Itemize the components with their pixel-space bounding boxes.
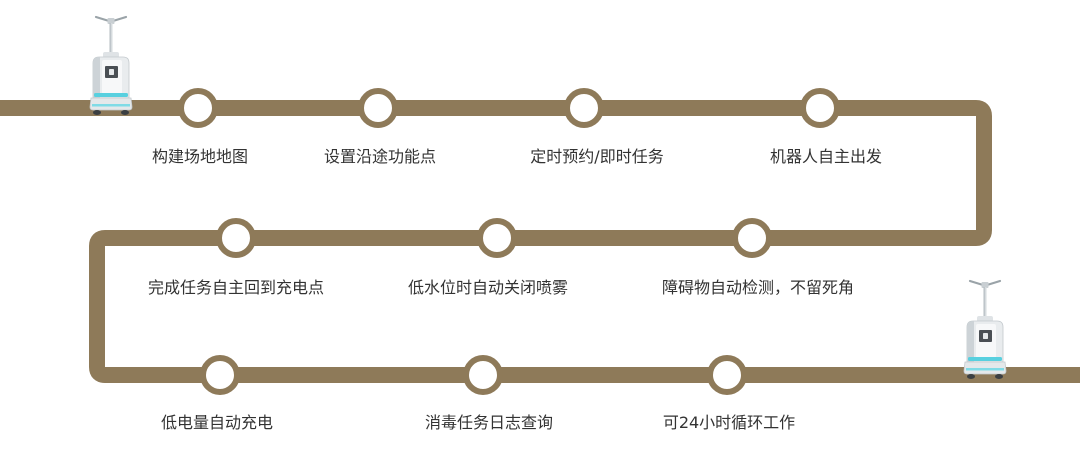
step-label-24h: 可24小时循环工作 — [662, 413, 796, 432]
step-label-log-query: 消毒任务日志查询 — [424, 413, 554, 432]
step-node-2 — [358, 88, 398, 128]
step-node-3 — [564, 88, 604, 128]
step-label-schedule: 定时预约/即时任务 — [530, 147, 664, 166]
step-node-5 — [216, 218, 256, 258]
robot-icon — [89, 15, 133, 115]
process-path — [0, 100, 1080, 383]
step-label-build-map: 构建场地地图 — [151, 147, 249, 166]
step-label-auto-charge: 低电量自动充电 — [160, 413, 274, 432]
step-node-1 — [178, 88, 218, 128]
step-label-depart: 机器人自主出发 — [769, 147, 883, 166]
step-node-9 — [463, 355, 503, 395]
step-label-return-charge: 完成任务自主回到充电点 — [147, 278, 325, 297]
robot-icon — [963, 279, 1007, 379]
step-label-set-points: 设置沿途功能点 — [323, 147, 437, 166]
step-node-4 — [800, 88, 840, 128]
step-label-low-water: 低水位时自动关闭喷雾 — [407, 278, 569, 297]
step-node-6 — [477, 218, 517, 258]
step-node-10 — [707, 355, 747, 395]
step-label-obstacle: 障碍物自动检测，不留死角 — [661, 278, 855, 297]
step-node-8 — [200, 355, 240, 395]
step-node-7 — [732, 218, 772, 258]
